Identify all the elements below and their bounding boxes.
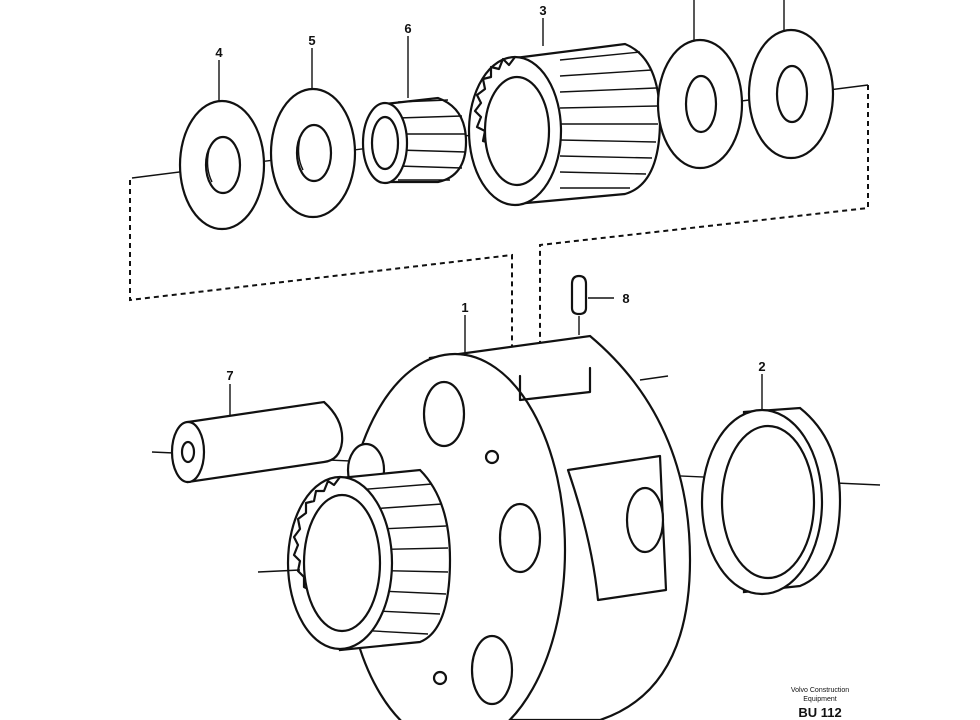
callout-labels: 4 5 6 3 1 8 2 7 bbox=[215, 3, 765, 383]
callout-5: 5 bbox=[308, 33, 315, 48]
part-8-pin bbox=[570, 274, 588, 335]
callout-8: 8 bbox=[622, 291, 629, 306]
watermark-line1: Volvo Construction bbox=[791, 687, 849, 694]
part-3-planet-gear bbox=[467, 42, 662, 207]
callout-6: 6 bbox=[404, 21, 411, 36]
callout-1: 1 bbox=[461, 300, 468, 315]
watermark-code: BU 112 bbox=[798, 705, 841, 720]
callout-7: 7 bbox=[226, 368, 233, 383]
callout-3: 3 bbox=[539, 3, 546, 18]
right-washer-a bbox=[656, 38, 744, 170]
callout-4: 4 bbox=[215, 45, 223, 60]
watermark-line2: Equipment bbox=[803, 696, 837, 703]
part-6-splined-bushing bbox=[361, 96, 468, 185]
part-4-washer bbox=[178, 99, 266, 231]
part-5-washer bbox=[269, 87, 357, 219]
part-2-ring bbox=[700, 406, 842, 596]
publisher-watermark: Volvo Construction Equipment BU 112 bbox=[791, 687, 849, 720]
right-washer-b bbox=[747, 28, 835, 160]
callout-2: 2 bbox=[758, 359, 765, 374]
splined-hub-gear bbox=[257, 468, 452, 652]
leader-lines bbox=[218, 0, 785, 416]
dashed-assembly-guide bbox=[129, 85, 869, 410]
